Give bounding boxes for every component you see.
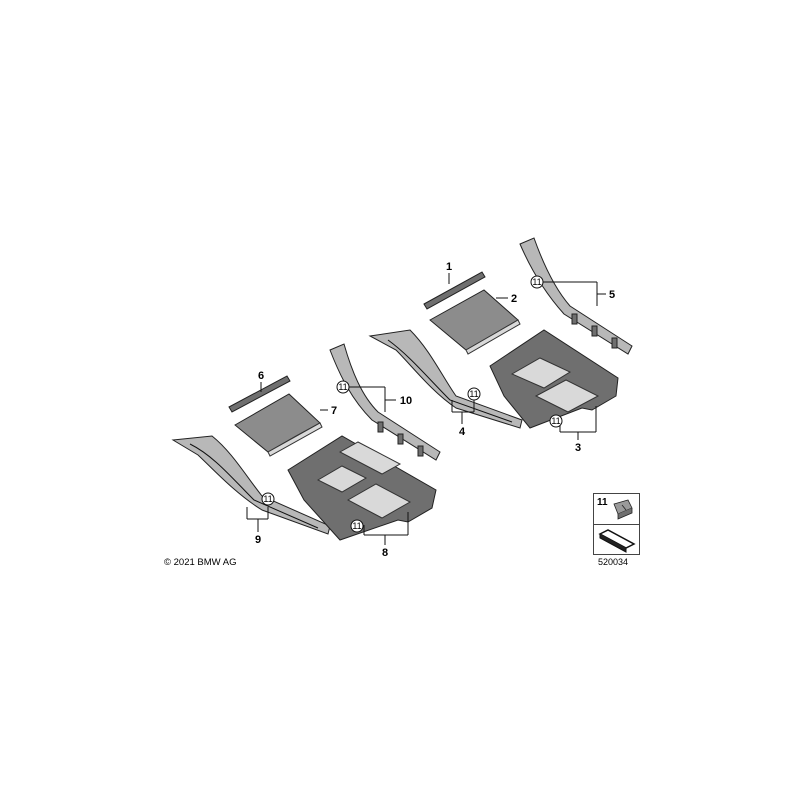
trim-profile-icon bbox=[598, 529, 636, 553]
part-4-side-trim-groove bbox=[387, 339, 513, 423]
part-3-frame-opening-front bbox=[510, 357, 572, 389]
legend-item-number: 11 bbox=[597, 497, 608, 508]
callout-1[interactable]: 1 bbox=[446, 261, 452, 273]
svg-text:11: 11 bbox=[551, 416, 560, 426]
callout-9[interactable]: 9 bbox=[255, 534, 261, 546]
callout-6[interactable]: 6 bbox=[258, 370, 264, 382]
callout-2[interactable]: 2 bbox=[511, 293, 517, 305]
svg-text:11: 11 bbox=[352, 521, 361, 531]
part-3-frame-opening-rear bbox=[534, 379, 600, 413]
svg-text:11: 11 bbox=[263, 494, 272, 504]
clip-ref-5[interactable]: 11 bbox=[530, 275, 544, 289]
svg-text:11: 11 bbox=[338, 382, 347, 392]
clip-ref-3[interactable]: 11 bbox=[549, 414, 563, 428]
part-5-trim-rail[interactable] bbox=[519, 237, 633, 355]
part-8-frame-opening-front bbox=[316, 465, 368, 493]
legend-profile-cell[interactable] bbox=[594, 524, 639, 554]
svg-text:11: 11 bbox=[469, 389, 478, 399]
part-8-frame-opening-top bbox=[338, 441, 402, 475]
diagram-id: 520034 bbox=[598, 557, 629, 567]
part-1-trim-strip[interactable] bbox=[423, 271, 486, 310]
clip-ref-9[interactable]: 11 bbox=[261, 492, 275, 506]
part-10-trim-rail[interactable] bbox=[329, 343, 441, 461]
callout-8[interactable]: 8 bbox=[382, 547, 388, 559]
part-4-side-trim[interactable] bbox=[368, 329, 523, 429]
clip-ref-4[interactable]: 11 bbox=[467, 387, 481, 401]
copyright-notice: © 2021 BMW AG bbox=[164, 557, 237, 568]
clip-icon bbox=[613, 499, 633, 520]
part-6-trim-strip[interactable] bbox=[228, 375, 291, 413]
part-2-cover-edge bbox=[465, 319, 521, 355]
part-7-cover-edge bbox=[267, 422, 323, 457]
part-9-side-trim[interactable] bbox=[171, 435, 331, 535]
legend-box: 11 bbox=[593, 493, 640, 555]
part-5-clip-tabs bbox=[571, 313, 618, 349]
callout-3[interactable]: 3 bbox=[575, 442, 581, 454]
leader-lines bbox=[246, 273, 606, 545]
part-10-clip-tabs bbox=[377, 421, 424, 457]
callout-10[interactable]: 10 bbox=[400, 395, 412, 407]
callout-5[interactable]: 5 bbox=[609, 289, 615, 301]
callout-7[interactable]: 7 bbox=[331, 405, 337, 417]
part-9-side-trim-groove bbox=[189, 443, 319, 529]
clip-ref-8[interactable]: 11 bbox=[350, 519, 364, 533]
callout-4[interactable]: 4 bbox=[459, 426, 466, 438]
clip-ref-10[interactable]: 11 bbox=[336, 380, 350, 394]
legend-clip-cell[interactable]: 11 bbox=[594, 494, 639, 525]
svg-text:11: 11 bbox=[532, 277, 541, 287]
part-8-frame-opening-rear bbox=[346, 483, 412, 519]
